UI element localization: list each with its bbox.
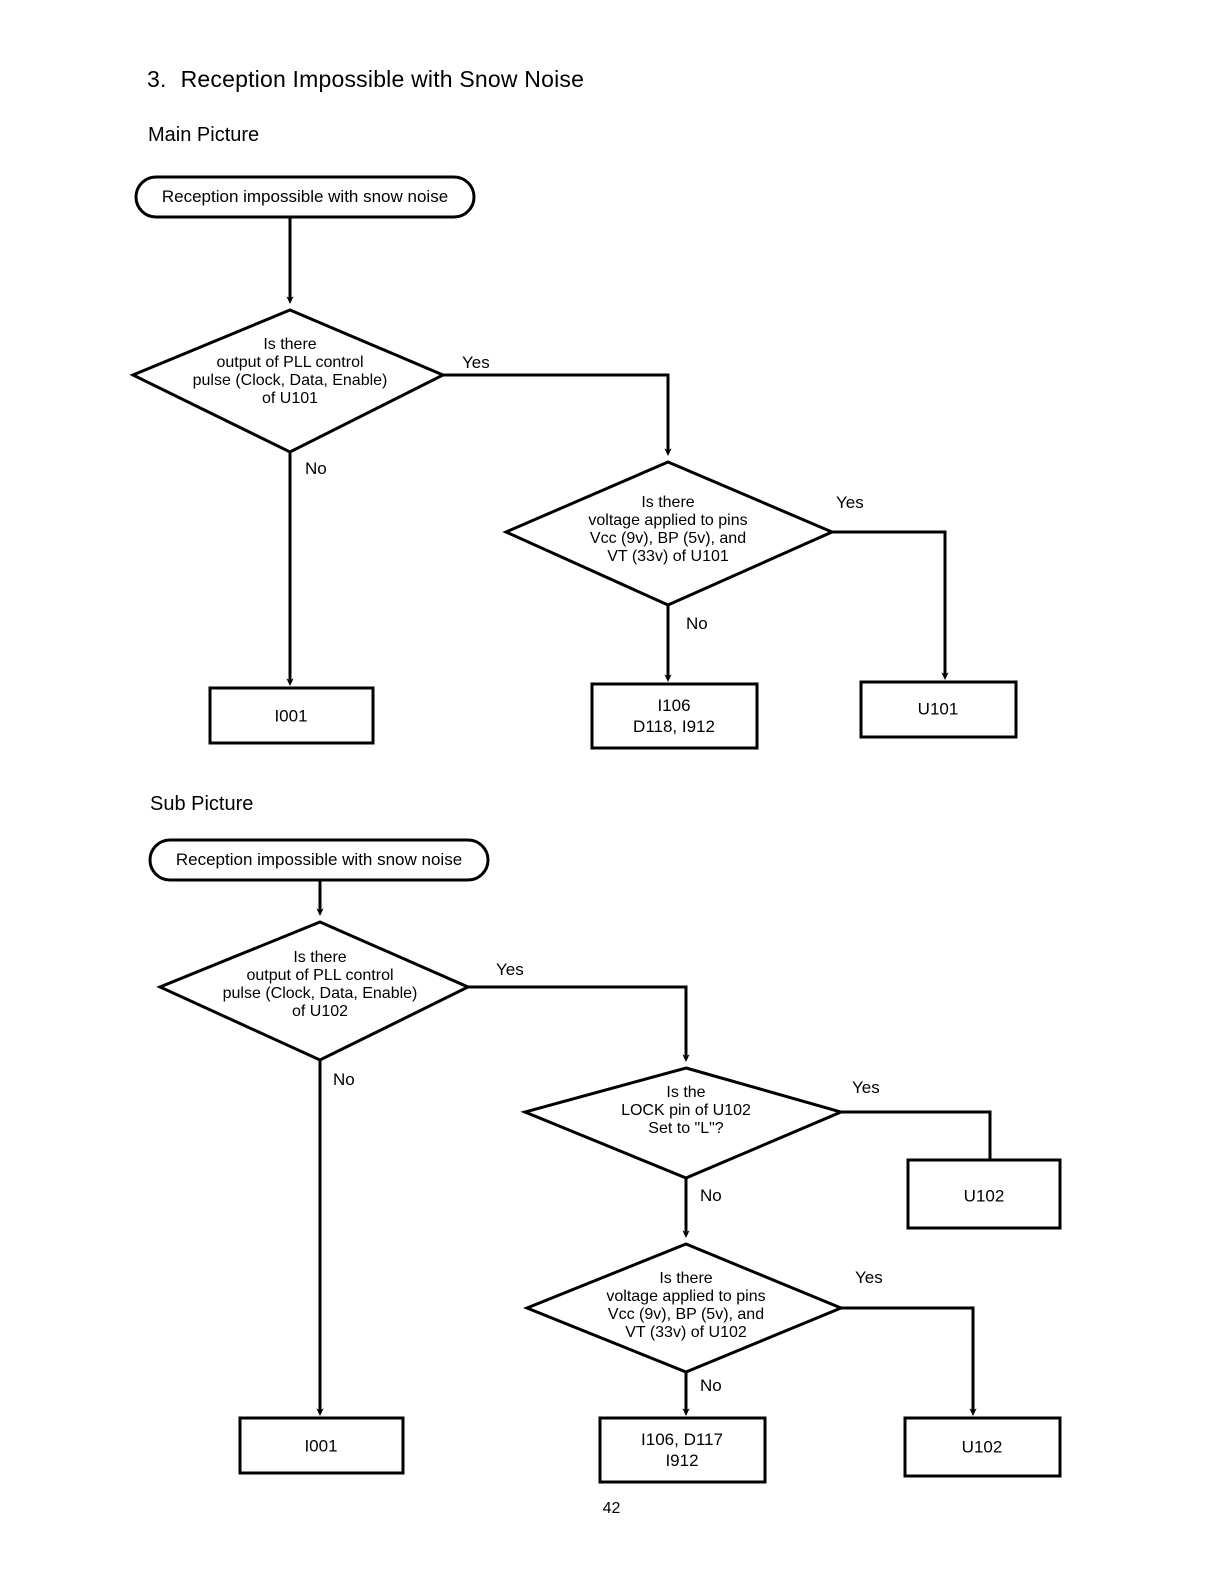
- sub-edge-d2-yes: [841, 1110, 994, 1177]
- main-d2-yes-label: Yes: [836, 493, 864, 512]
- main-edge-d1-yes: [443, 373, 672, 457]
- main-result-2-line-2: D118, I912: [633, 717, 715, 736]
- sub-decision-3-line-4: VT (33v) of U102: [625, 1323, 747, 1341]
- page-number: 42: [602, 1500, 621, 1517]
- main-decision-1-line-2: output of PLL control: [216, 354, 364, 372]
- sub-d1-no-label: No: [333, 1070, 355, 1089]
- main-decision-2-line-4: VT (33v) of U101: [607, 547, 729, 565]
- main-decision-1-label: Is there output of PLL control pulse (Cl…: [193, 336, 388, 408]
- sub-decision-2-line-1: Is the: [666, 1084, 706, 1102]
- sub-edge-d3-yes: [841, 1306, 977, 1417]
- sub-decision-2-label: Is the LOCK pin of U102 Set to "L"?: [621, 1084, 751, 1138]
- main-result-1-label: I001: [274, 705, 307, 726]
- sub-result-1-label: I001: [304, 1435, 337, 1456]
- main-result-1-shape: [208, 686, 375, 745]
- sub-result-2-label: I106, D117 I912: [641, 1429, 723, 1472]
- section-title-text: Reception Impossible with Snow Noise: [180, 66, 585, 92]
- main-start-terminator-shape: [134, 175, 476, 219]
- sub-result-3-line-1: U102: [963, 1186, 1005, 1206]
- main-result-2-shape: [590, 682, 759, 750]
- sub-decision-1-line-2: output of PLL control: [246, 967, 394, 985]
- sub-edge-d1-yes: [468, 985, 690, 1063]
- main-result-2-line-1: I106: [657, 695, 691, 715]
- sub-result-1-line-1: I001: [304, 1436, 338, 1456]
- main-decision-1-line-1: Is there: [263, 336, 317, 354]
- sub-d2-yes-label: Yes: [852, 1078, 880, 1097]
- sub-result-4-shape: [903, 1416, 1062, 1478]
- sub-result-1-shape: [238, 1416, 405, 1475]
- main-decision-1-line-3: pulse (Clock, Data, Enable): [192, 372, 388, 389]
- sub-start-terminator-label: Reception impossible with snow noise: [175, 850, 463, 869]
- main-result-1-line-1: I001: [274, 706, 308, 726]
- sub-decision-1-label: Is there output of PLL control pulse (Cl…: [223, 949, 418, 1021]
- sub-result-2-line-2: I912: [665, 1451, 699, 1470]
- main-decision-2-line-2: voltage applied to pins: [588, 512, 748, 530]
- sub-d1-yes-label: Yes: [496, 960, 524, 979]
- main-result-3-label: U101: [918, 698, 959, 719]
- sub-decision-2-line-2: LOCK pin of U102: [621, 1102, 751, 1120]
- sub-decision-1-line-4: of U102: [291, 1002, 349, 1020]
- main-edge-d2-yes: [832, 530, 949, 681]
- main-start-terminator-label: Reception impossible with snow noise: [161, 187, 449, 206]
- main-decision-2-line-3: Vcc (9v), BP (5v), and: [589, 530, 747, 547]
- sub-d3-no-label: No: [700, 1376, 722, 1395]
- sub-result-2-shape: [598, 1416, 767, 1484]
- sub-picture-heading: Sub Picture: [150, 793, 254, 815]
- sub-decision-2-line-3: Set to "L"?: [648, 1119, 724, 1137]
- main-result-3-line-1: U101: [917, 699, 959, 719]
- main-d1-no-label: No: [305, 459, 327, 478]
- main-d2-no-label: No: [686, 614, 708, 633]
- sub-decision-1-line-3: pulse (Clock, Data, Enable): [222, 985, 418, 1002]
- sub-result-4-label: U102: [962, 1436, 1003, 1457]
- sub-decision-3-line-1: Is there: [659, 1270, 713, 1288]
- page-title: 3. Reception Impossible with Snow Noise: [147, 66, 584, 93]
- section-number: 3.: [147, 66, 167, 92]
- main-result-3-shape: [859, 680, 1018, 739]
- sub-decision-3-line-2: voltage applied to pins: [606, 1288, 766, 1306]
- sub-d2-no-label: No: [700, 1186, 722, 1205]
- sub-decision-3-label: Is there voltage applied to pins Vcc (9v…: [606, 1270, 765, 1342]
- main-picture-heading: Main Picture: [148, 124, 260, 146]
- main-result-2-label: I106 D118, I912: [633, 695, 715, 738]
- sub-result-2-line-1: I106, D117: [641, 1429, 723, 1449]
- main-d1-yes-label: Yes: [462, 353, 490, 372]
- main-decision-2-line-1: Is there: [641, 494, 695, 512]
- sub-result-3-label: U102: [964, 1185, 1005, 1206]
- sub-d3-yes-label: Yes: [855, 1268, 883, 1287]
- main-decision-2-label: Is there voltage applied to pins Vcc (9v…: [588, 494, 747, 566]
- main-decision-1-line-4: of U101: [261, 389, 319, 407]
- sub-result-4-line-1: U102: [961, 1437, 1003, 1457]
- sub-result-3-shape: [906, 1158, 1062, 1230]
- sub-decision-3-line-3: Vcc (9v), BP (5v), and: [607, 1306, 765, 1323]
- sub-decision-1-line-1: Is there: [293, 949, 347, 967]
